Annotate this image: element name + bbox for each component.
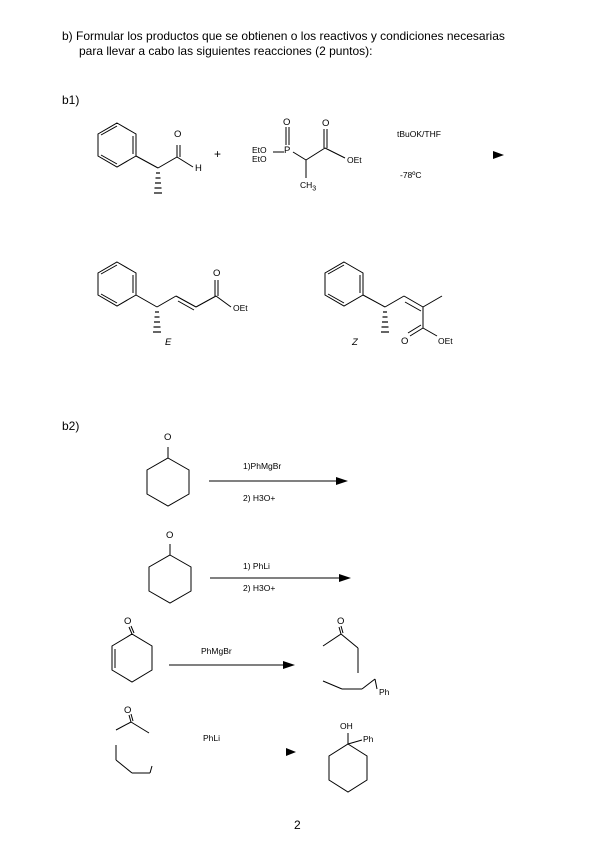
r3-product-oxygen-label: O (337, 616, 345, 627)
product-e-oet-label: OEt (233, 303, 248, 313)
product-z-oet-label: OEt (438, 336, 453, 346)
r3-product-structure (322, 625, 378, 690)
r3-arrow-head (283, 661, 295, 669)
product-z-oxygen-label: O (401, 336, 409, 347)
r2-oxygen-label: O (166, 530, 174, 541)
r1-step1-reagent: 1)PhMgBr (243, 461, 282, 471)
instruction-line-2: para llevar a cabo las siguientes reacci… (79, 44, 373, 58)
phosphonate-oet-label: OEt (347, 155, 362, 165)
r2-arrow-head (339, 574, 351, 582)
plus-sign: + (214, 147, 222, 161)
r4-product-structure (328, 733, 368, 793)
r2-step2-reagent: 2) H3O+ (243, 583, 276, 593)
r4-cyclohexenone-structure (115, 713, 153, 774)
r3-reagent: PhMgBr (201, 646, 232, 656)
r4-product-phenyl-label: Ph (363, 734, 374, 744)
r3-cyclohexenone-structure (111, 625, 153, 683)
product-z-structure (324, 261, 443, 337)
section-label-b1: b1) (62, 93, 80, 107)
methyl-label: CH3 (300, 180, 317, 193)
r1-oxygen-label: O (164, 432, 172, 443)
product-e-structure (97, 261, 232, 333)
page-number: 2 (294, 818, 301, 832)
phosphonate-oxygen-2-label: O (322, 118, 330, 129)
r1-step2-reagent: 2) H3O+ (243, 493, 276, 503)
product-e-oxygen-label: O (213, 268, 221, 279)
phosphonate-structure (273, 127, 346, 178)
r1-arrow-head (336, 477, 348, 485)
r2-step1-reagent: 1) PhLi (243, 561, 270, 571)
ethoxy-2-label: EtO (252, 154, 267, 164)
aldehyde-hydrogen-label: H (195, 163, 202, 174)
r1-cyclohexanone-structure (146, 447, 190, 507)
b1-arrow-head (493, 151, 504, 159)
r4-oxygen-label: O (124, 705, 132, 716)
aldehyde-oxygen-label: O (174, 129, 182, 140)
phosphorus-label: P (284, 145, 291, 156)
r2-cyclohexanone-structure (148, 544, 192, 604)
section-label-b2: b2) (62, 419, 80, 433)
r3-product-phenyl-label: Ph (379, 687, 390, 697)
ethoxy-1-label: EtO (252, 145, 267, 155)
r4-arrow-head (286, 748, 296, 756)
temperature-conditions: -78ºC (400, 170, 422, 180)
product-z-label: Z (352, 337, 358, 348)
instruction-line-1: b) Formular los productos que se obtiene… (62, 29, 505, 43)
r4-product-hydroxyl-label: OH (340, 721, 353, 731)
product-e-label: E (165, 337, 172, 348)
aldehyde-structure (97, 122, 194, 194)
r3-oxygen-label: O (124, 616, 132, 627)
base-solvent-conditions: tBuOK/THF (397, 129, 441, 139)
phosphonate-oxygen-1-label: O (283, 117, 291, 128)
r4-reagent: PhLi (203, 733, 221, 743)
